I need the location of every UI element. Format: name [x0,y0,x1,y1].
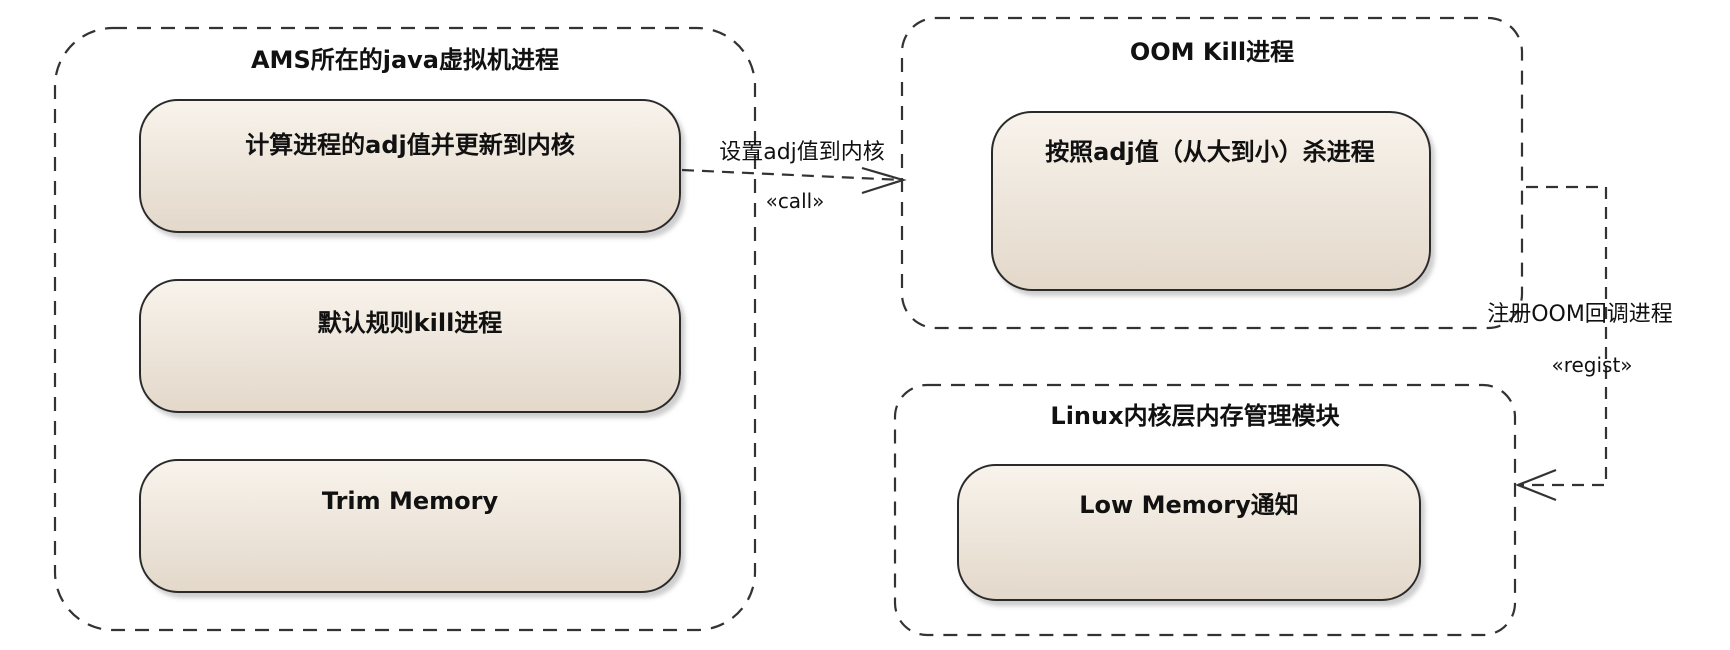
register-oom-label: 注册OOM回调进程 [1487,302,1673,327]
register-oom-stereotype: «regist» [1551,353,1632,377]
trim-memory-node [139,459,681,593]
register-oom-edge [1518,185,1608,487]
ams-container [53,26,757,632]
kill-by-adj-node [991,111,1431,291]
kill-by-adj-label: 按照adj值（从大到小）杀进程 [1045,138,1375,166]
oom-title: OOM Kill进程 [1130,38,1294,66]
adj-calc-node [139,99,681,233]
set-adj-stereotype: «call» [766,189,825,213]
default-kill-label: 默认规则kill进程 [318,309,503,337]
default-kill-node [139,279,681,413]
low-memory-label: Low Memory通知 [1079,491,1298,519]
set-adj-label: 设置adj值到内核 [719,140,885,165]
linux-title: Linux内核层内存管理模块 [1050,402,1339,430]
oom-container [900,16,1524,330]
low-memory-node [957,464,1421,601]
linux-container [893,383,1517,637]
set-adj-edge [681,168,904,182]
adj-calc-label: 计算进程的adj值并更新到内核 [245,131,575,159]
trim-memory-label: Trim Memory [322,487,499,515]
ams-title: AMS所在的java虚拟机进程 [251,46,559,74]
set-adj-arrowhead [861,166,907,195]
register-oom-arrowhead [1515,468,1557,502]
